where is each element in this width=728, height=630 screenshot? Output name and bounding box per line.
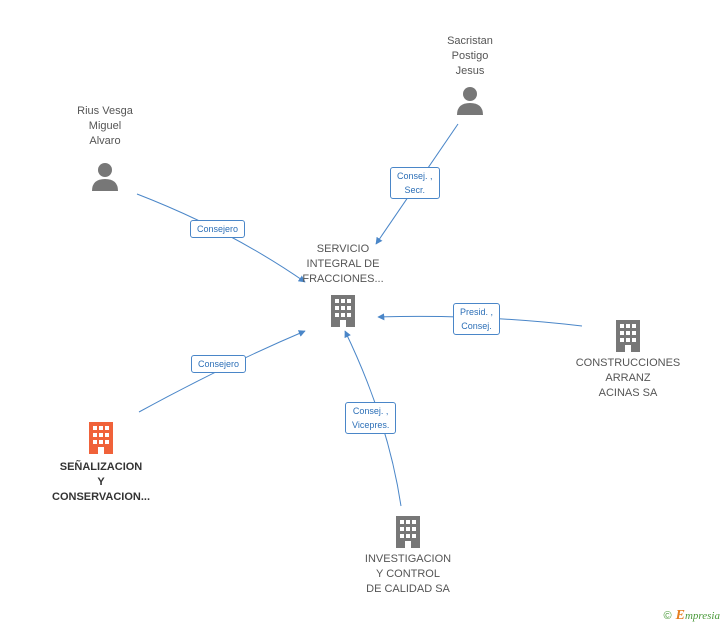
building-icon <box>396 516 420 548</box>
edge-role: Secr. <box>404 185 426 195</box>
building-icon <box>89 422 113 454</box>
edge-label-sacristan[interactable]: Consej. , Secr. <box>390 167 440 199</box>
edge-label-senalizacion[interactable]: Consejero <box>191 355 247 373</box>
edge-label-investigacion[interactable]: Consej. , Vicepres. <box>345 402 397 434</box>
edge-role: Consejero <box>197 224 239 234</box>
node-label: Rius Vesga Miguel Alvaro <box>77 105 133 147</box>
building-icon <box>331 295 355 327</box>
node-construcciones[interactable]: CONSTRUCCIONES ARRANZ ACINAS SA <box>574 318 682 401</box>
brand-initial: E <box>675 608 685 623</box>
node-rius[interactable]: Rius Vesga Miguel Alvaro <box>55 104 155 191</box>
node-senalizacion[interactable]: SEÑALIZACION Y CONSERVACION... <box>45 420 157 505</box>
copyright-icon: © <box>663 610 672 622</box>
node-label: SERVICIO INTEGRAL DE FRACCIONES... <box>302 243 384 285</box>
edge-label-rius[interactable]: Consejero <box>190 220 246 238</box>
person-icon <box>457 87 483 115</box>
node-label: INVESTIGACION Y CONTROL DE CALIDAD SA <box>364 553 452 595</box>
building-icon <box>616 320 640 352</box>
edge-role: Consej. , <box>352 406 389 416</box>
node-label: CONSTRUCCIONES ARRANZ ACINAS SA <box>575 357 681 399</box>
edge-role: Presid. , <box>460 307 494 317</box>
node-sacristan[interactable]: Sacristan Postigo Jesus <box>420 34 520 115</box>
node-investigacion[interactable]: INVESTIGACION Y CONTROL DE CALIDAD SA <box>355 514 461 597</box>
empresia-watermark: ©Empresia <box>664 608 721 624</box>
edge-rius <box>136 193 306 283</box>
edge-role: Consejero <box>198 359 240 369</box>
person-icon <box>92 163 118 191</box>
edge-role: Vicepres. <box>352 420 390 430</box>
node-center[interactable]: SERVICIO INTEGRAL DE FRACCIONES... <box>290 242 396 327</box>
edge-role: Consej. <box>461 321 492 331</box>
node-label: Sacristan Postigo Jesus <box>447 35 493 77</box>
brand-name: mpresia <box>684 610 720 622</box>
edge-role: Consej. , <box>397 171 433 181</box>
node-label: SEÑALIZACION Y CONSERVACION... <box>52 461 150 503</box>
edge-label-construcciones[interactable]: Presid. , Consej. <box>453 303 501 335</box>
